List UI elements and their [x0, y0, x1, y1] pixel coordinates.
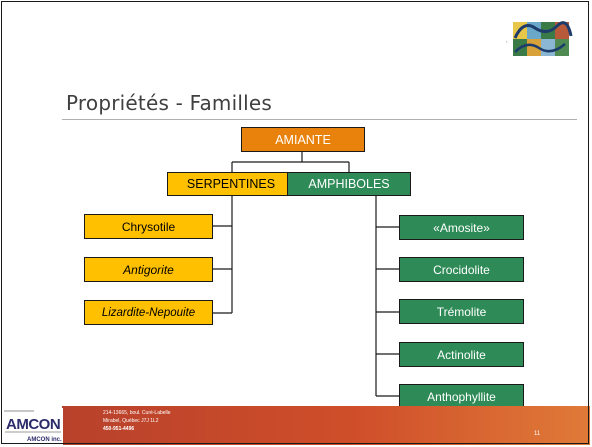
node-chrysotile-label: Chrysotile: [121, 219, 176, 234]
node-amiante: AMIANTE: [241, 127, 365, 152]
page-number: 11: [534, 431, 541, 437]
node-amosite: «Amosite»: [399, 215, 524, 240]
node-serpentines: SERPENTINES: [167, 172, 295, 196]
title-divider: [62, 119, 577, 120]
node-actinolite-label: Actinolite: [437, 347, 486, 362]
gcvd-logo: ▪: [506, 21, 573, 56]
footer-address-line2: Mirabel, Québec J7J 1L2: [103, 418, 159, 424]
slide-title: Propriétés - Familles: [66, 91, 273, 115]
amcon-company-name: AMCON inc.: [27, 437, 62, 443]
node-antigorite-label: Antigorite: [123, 262, 174, 277]
node-tremolite-label: Trémolite: [436, 304, 487, 319]
node-amosite-label: «Amosite»: [433, 220, 490, 235]
node-tremolite: Trémolite: [399, 299, 524, 324]
node-serpentines-label: SERPENTINES: [186, 177, 276, 191]
svg-text:▪: ▪: [506, 39, 508, 44]
amcon-logo-graphic: AMCON: [3, 408, 63, 445]
footer-address-line1: 214-13665, boul. Curé-Labelle: [103, 410, 171, 416]
footer-phone: 450-951-4496: [103, 426, 135, 432]
footer-address: 214-13665, boul. Curé-Labelle Mirabel, Q…: [103, 409, 171, 433]
node-crocidolite-label: Crocidolite: [433, 262, 490, 277]
node-amphiboles-label: AMPHIBOLES: [308, 177, 390, 191]
amcon-logo: AMCON: [3, 408, 63, 445]
node-actinolite: Actinolite: [399, 342, 524, 367]
node-anthophyllite-label: Anthophyllite: [427, 389, 496, 404]
node-anthophyllite: Anthophyllite: [399, 384, 524, 409]
node-crocidolite: Crocidolite: [399, 257, 524, 282]
node-amphiboles: AMPHIBOLES: [287, 172, 411, 196]
node-antigorite: Antigorite: [84, 257, 213, 282]
node-lizardite-nepouite: Lizardite-Nepouite: [84, 300, 213, 325]
node-amiante-label: AMIANTE: [275, 132, 331, 147]
node-chrysotile: Chrysotile: [84, 214, 213, 239]
footer-bar: [62, 406, 590, 445]
svg-text:AMCON: AMCON: [6, 416, 60, 433]
node-lizardite-nepouite-label: Lizardite-Nepouite: [101, 306, 196, 319]
